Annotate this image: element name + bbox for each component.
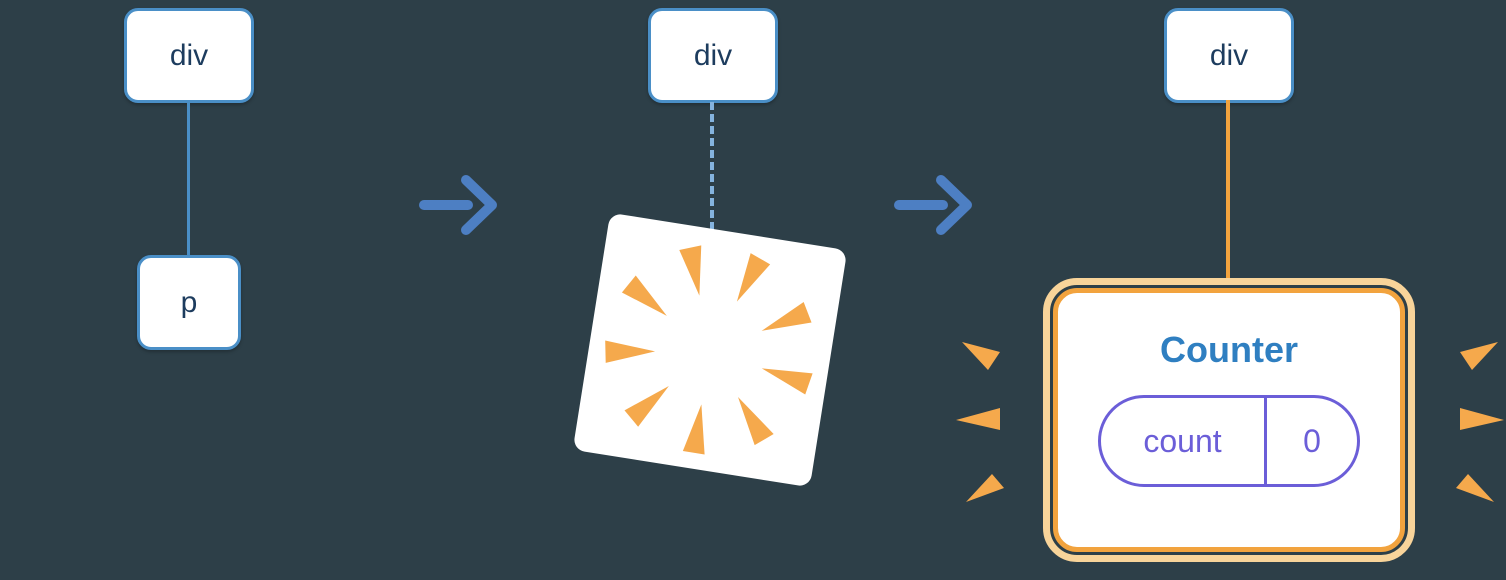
arrow-right-icon	[894, 175, 972, 235]
counter-card: Counter count 0	[1043, 278, 1415, 562]
counter-title: Counter	[1160, 329, 1298, 370]
tree-node-label: div	[1209, 38, 1249, 72]
tree-node-label: div	[693, 38, 733, 72]
tree-node-p: p	[137, 255, 241, 350]
tree-connector-solid	[187, 100, 190, 257]
tree-node-label: p	[180, 285, 198, 319]
poof-burst-icon	[574, 214, 846, 486]
sparkle-right-icon	[1456, 342, 1504, 502]
tree-connector-dashed	[710, 102, 714, 230]
state-pill: count 0	[1098, 395, 1360, 487]
tree-node-div-before: div	[124, 8, 254, 103]
tree-node-div-unmount: div	[648, 8, 778, 103]
sparkle-left-icon	[956, 342, 1004, 502]
state-value: 0	[1303, 422, 1321, 459]
tree-node-div-mount: div	[1164, 8, 1294, 103]
tree-node-label: div	[169, 38, 209, 72]
counter-card-inner: Counter count 0	[1053, 288, 1405, 552]
arrow-right-icon	[419, 175, 497, 235]
state-key: count	[1101, 398, 1267, 484]
tree-connector-orange	[1226, 100, 1230, 282]
